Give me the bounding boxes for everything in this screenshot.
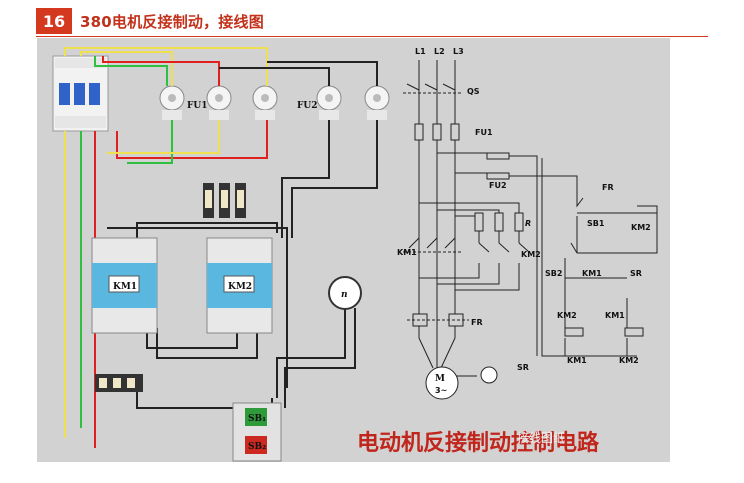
sb1-schematic-label: SB1 (587, 219, 605, 228)
coil-km2-label: KM2 (619, 356, 639, 365)
sb2-photo-label: SB₂ (248, 442, 266, 452)
contactor-km2-photo (206, 237, 273, 334)
motor-3-label: 3~ (435, 386, 447, 395)
coil-km1-label: KM1 (567, 356, 587, 365)
phase-l1-label: L1 (415, 47, 426, 56)
section-number-badge: 16 (36, 8, 72, 34)
fuse-holders (159, 85, 390, 120)
circuit-breaker (52, 55, 109, 132)
header-rule (36, 36, 708, 37)
contactor-km1-photo (91, 237, 158, 334)
fr-control-label: FR (602, 183, 614, 192)
km2-main-label: KM2 (521, 250, 541, 259)
thermal-relay-photo (95, 374, 143, 392)
control-fuses-photo (203, 183, 246, 218)
speed-relay-photo (328, 276, 362, 310)
pushbutton-box-photo (232, 402, 282, 462)
motor-m-label: M (435, 374, 445, 384)
km2-photo-label: KM2 (228, 282, 252, 292)
watermark-text: 接线图纸 (517, 430, 565, 445)
km1-interlock-label: KM1 (605, 311, 625, 320)
section-title: 380电机反接制动，接线图 (80, 12, 264, 31)
km2-aux-label: KM2 (631, 223, 651, 232)
phase-l2-label: L2 (434, 47, 445, 56)
wiring-diagram-svg: FU1 FU2 (52, 47, 658, 462)
fr-thermal-label: FR (471, 318, 483, 327)
km1-photo-label: KM1 (113, 282, 137, 292)
section-header: 16 380电机反接制动，接线图 (36, 8, 708, 34)
km1-main-label: KM1 (397, 248, 417, 257)
km1-holding-label: KM1 (582, 269, 602, 278)
sr-motor-label: SR (517, 363, 529, 372)
qs-label: QS (467, 87, 480, 96)
sb2-schematic-label: SB2 (545, 269, 562, 278)
fu2-schematic-label: FU2 (489, 181, 507, 190)
sb1-photo-label: SB₁ (248, 414, 266, 424)
resistor-r-label: R (525, 219, 531, 228)
figure-caption: 电动机反接制动控制电路 (357, 430, 600, 456)
speed-relay-symbol: n (341, 290, 348, 300)
fu2-photo-label: FU2 (297, 101, 318, 111)
km2-interlock-label: KM2 (557, 311, 577, 320)
fu1-photo-label: FU1 (187, 101, 208, 111)
phase-l3-label: L3 (453, 47, 464, 56)
sr-contact-label: SR (630, 269, 642, 278)
fu1-schematic-label: FU1 (475, 128, 493, 137)
wiring-figure: FU1 FU2 (37, 38, 670, 462)
schematic-lines (403, 60, 658, 377)
motor-schematic (425, 366, 498, 400)
photo-wires (64, 47, 378, 448)
